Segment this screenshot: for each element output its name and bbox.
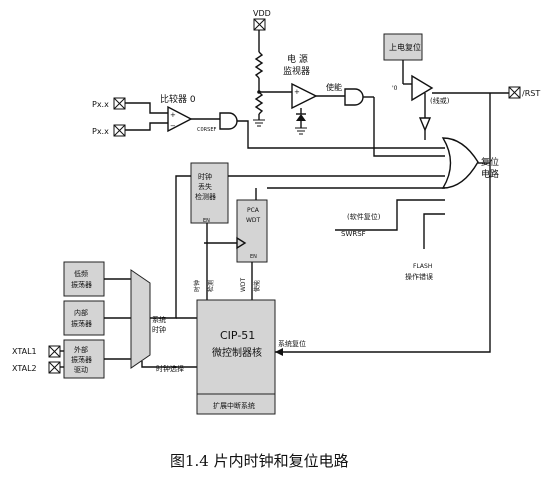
comparator-0 bbox=[167, 105, 193, 133]
px-pin-2[interactable] bbox=[113, 124, 126, 137]
system-reset-label: 系统复位 bbox=[278, 339, 306, 348]
wdt-enable-label-1: WDT bbox=[240, 277, 247, 292]
svg-text:'0: '0 bbox=[392, 85, 398, 92]
cip51-core bbox=[196, 299, 276, 395]
cpu-label-1: CIP-51 bbox=[220, 329, 255, 342]
swrsf-label: SWRSF bbox=[341, 230, 366, 238]
xtal2-label: XTAL2 bbox=[12, 364, 37, 373]
xtal1-pin[interactable] bbox=[48, 345, 61, 358]
internal-oscillator bbox=[63, 300, 105, 336]
osc-int-label-1: 内部 bbox=[74, 308, 88, 317]
reset-feedback-buffer bbox=[418, 117, 432, 132]
supply-monitor-label-1: 电 源 bbox=[287, 53, 308, 65]
resistor-top bbox=[254, 51, 264, 79]
cmp-signal-label: C0RSEF bbox=[197, 127, 216, 133]
osc-lf-label-2: 振荡器 bbox=[71, 280, 92, 289]
wdt-enable-label-2: 使能 bbox=[253, 280, 261, 292]
svg-text:+: + bbox=[294, 88, 300, 96]
supply-monitor-label-2: 监视器 bbox=[283, 65, 310, 77]
pca-wdt-label-1: PCA bbox=[247, 207, 260, 214]
clock-detector-label-1: 时钟 bbox=[198, 172, 212, 181]
clock-detector-label-2: 丢失 bbox=[198, 182, 212, 191]
figure-caption: 图1.4 片内时钟和复位电路 bbox=[170, 452, 349, 470]
resistor-bottom bbox=[254, 91, 264, 115]
flash-error-label-2: 操作错误 bbox=[405, 272, 433, 281]
ground-symbol-2 bbox=[295, 127, 307, 135]
clock-detector-label-3: 检测器 bbox=[195, 192, 216, 201]
power-on-reset-label: 上电复位 bbox=[389, 42, 421, 52]
osc-lf-label-1: 低频 bbox=[74, 269, 88, 278]
rst-pin[interactable] bbox=[508, 86, 521, 99]
zener-diode bbox=[296, 114, 306, 121]
osc-ext-label-3: 驱动 bbox=[74, 365, 88, 374]
px-pin-1[interactable] bbox=[113, 97, 126, 110]
pca-wdt-en-label: EN bbox=[250, 254, 257, 260]
xtal2-pin[interactable] bbox=[48, 361, 61, 374]
mcd-enable-label-1: 时钟 bbox=[193, 280, 201, 292]
extended-interrupt-system bbox=[196, 393, 276, 415]
sys-clock-label-2: 时钟 bbox=[152, 325, 166, 334]
rst-pin-label: /RST bbox=[522, 89, 540, 98]
ground-symbol-1 bbox=[253, 119, 265, 127]
px-pin-1-label: Px.x bbox=[92, 100, 109, 109]
vdd-pin bbox=[253, 18, 266, 31]
power-on-reset-block bbox=[383, 33, 423, 61]
vdd-label: VDD bbox=[253, 9, 271, 18]
px-pin-2-label: Px.x bbox=[92, 127, 109, 136]
comparator-label: 比较器 0 bbox=[160, 93, 196, 105]
cpu-label-2: 微控制器核 bbox=[212, 346, 262, 359]
supply-monitor-comparator bbox=[291, 82, 318, 110]
sys-clock-label-1: 系统 bbox=[152, 315, 166, 324]
osc-ext-label-2: 振荡器 bbox=[71, 355, 92, 364]
svg-text:−: − bbox=[170, 122, 176, 130]
comparator-and-gate bbox=[219, 112, 238, 130]
xtal1-label: XTAL1 bbox=[12, 347, 37, 356]
osc-ext-label-1: 外部 bbox=[74, 345, 88, 354]
missing-clock-detector bbox=[190, 162, 229, 224]
low-freq-oscillator bbox=[63, 261, 105, 297]
mcd-enable-label-2: 检测 bbox=[207, 280, 215, 292]
svg-text:+: + bbox=[170, 111, 176, 119]
rst-buffer bbox=[411, 74, 434, 102]
pca-wdt-label-2: WDT bbox=[246, 217, 261, 224]
wired-or-label: (线或) bbox=[430, 96, 450, 105]
ext-interrupt-label: 扩展中断系统 bbox=[213, 401, 255, 410]
clock-select-label: 时钟选择 bbox=[156, 364, 184, 373]
osc-int-label-2: 振荡器 bbox=[71, 319, 92, 328]
pca-wdt-block bbox=[236, 199, 268, 263]
enable-and-gate bbox=[344, 88, 364, 106]
enable-label: 使能 bbox=[326, 82, 342, 92]
flash-error-label-1: FLASH bbox=[413, 263, 432, 270]
reset-or-gate bbox=[441, 137, 479, 189]
clock-detector-en-label: EN bbox=[203, 218, 210, 224]
clock-mux bbox=[130, 269, 151, 369]
software-reset-label: (软件复位) bbox=[347, 212, 381, 221]
